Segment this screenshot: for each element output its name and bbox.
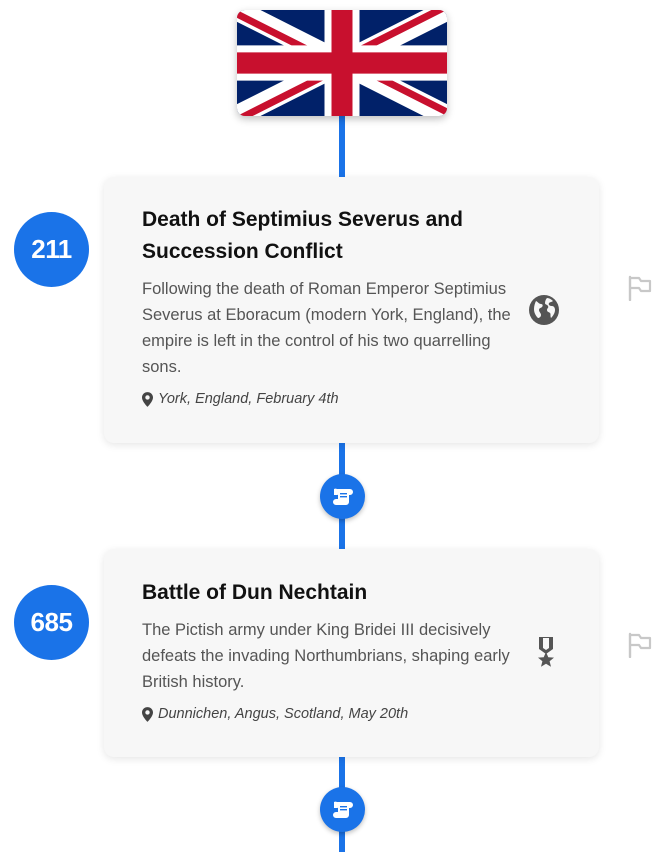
map-pin-icon	[142, 706, 153, 722]
timeline-node[interactable]	[320, 787, 365, 832]
scroll-icon	[332, 801, 353, 818]
map-pin-icon	[142, 391, 153, 407]
event-card[interactable]: Death of Septimius Severus and Successio…	[104, 177, 599, 443]
event-description: Following the death of Roman Emperor Sep…	[142, 280, 511, 376]
event-location-text: Dunnichen, Angus, Scotland, May 20th	[158, 706, 409, 722]
event-card[interactable]: Battle of Dun Nechtain The Pictish army …	[104, 549, 599, 757]
event-title: Battle of Dun Nechtain	[142, 581, 368, 604]
event-location: York, England, February 4th	[142, 391, 339, 407]
flag-outline-icon[interactable]	[627, 275, 653, 301]
timeline-node[interactable]	[320, 474, 365, 519]
union-jack-flag-icon	[237, 10, 447, 116]
event-title: Death of Septimius Severus and Successio…	[142, 208, 463, 263]
scroll-icon	[332, 488, 353, 505]
year-badge: 685	[14, 585, 89, 660]
event-location-text: York, England, February 4th	[158, 391, 339, 407]
flag-outline-icon[interactable]	[627, 632, 653, 658]
globe-icon	[527, 293, 561, 327]
year-badge: 211	[14, 212, 89, 287]
medal-icon	[529, 635, 563, 669]
event-location: Dunnichen, Angus, Scotland, May 20th	[142, 706, 408, 722]
event-description: The Pictish army under King Bridei III d…	[142, 621, 510, 691]
